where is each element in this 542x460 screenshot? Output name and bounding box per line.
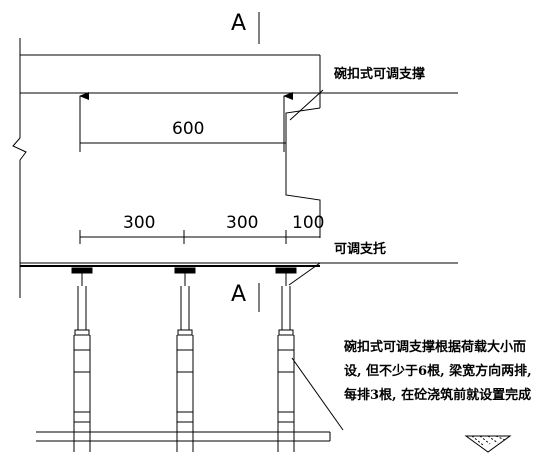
- label-adjustable-bracket: 可调支托: [334, 242, 387, 257]
- dimension-text-100: 100: [292, 213, 325, 233]
- adjustable-post-1: [71, 267, 93, 452]
- section-label-bottom: A: [231, 282, 247, 307]
- formwork-bottom: [20, 262, 458, 267]
- slab-outline: [20, 54, 458, 238]
- adjustable-post-2: [174, 267, 196, 452]
- section-label-top: A: [231, 11, 247, 36]
- adjustable-post-3: [275, 267, 297, 452]
- label-adjustable-support: 碗扣式可调支撑: [334, 67, 426, 82]
- leader-lines: [288, 89, 344, 431]
- dimension-text-300-right: 300: [226, 213, 259, 233]
- ground-pipes: [36, 431, 331, 442]
- note-line-1: 碗扣式可调支撑根据荷载大小而: [344, 340, 527, 355]
- note-line-2: 设, 但不少于6根, 梁宽方向两排,: [344, 364, 532, 379]
- dimension-text-600: 600: [172, 119, 205, 139]
- note-line-3: 每排3根, 在砼浇筑前就设置完成: [344, 388, 532, 403]
- dimension-text-300-left: 300: [123, 213, 156, 233]
- construction-note: 碗扣式可调支撑根据荷载大小而 设, 但不少于6根, 梁宽方向两排, 每排3根, …: [344, 336, 532, 408]
- left-edge-break-line: [12, 38, 27, 298]
- ground-hatch-triangle: [464, 435, 512, 453]
- dimension-line-300-300-100: [79, 230, 320, 244]
